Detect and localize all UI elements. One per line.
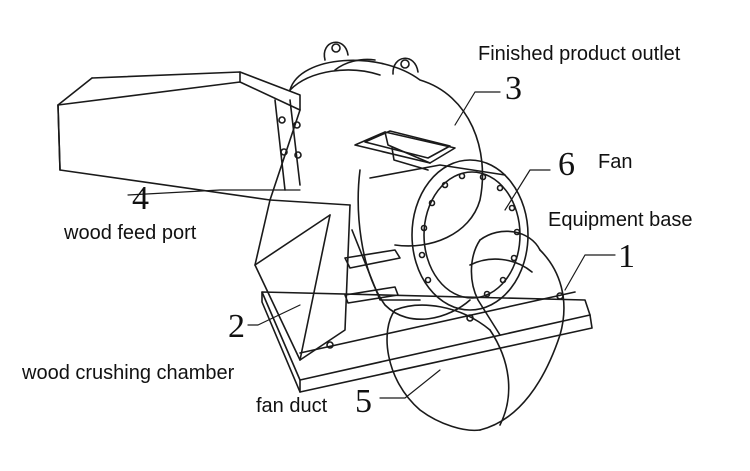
- callout-number-5: 5: [355, 383, 372, 420]
- callout-number-3: 3: [505, 70, 522, 107]
- callout-number-2: 2: [228, 308, 245, 345]
- label-fan: Fan: [598, 151, 633, 173]
- fan-duct: [386, 230, 565, 432]
- label-wood-feed-port: wood feed port: [64, 222, 197, 244]
- callout-number-1: 1: [618, 238, 635, 275]
- label-product-outlet: Finished product outlet: [478, 43, 681, 65]
- feed-port: [57, 71, 302, 201]
- label-fan-duct: fan duct: [256, 395, 328, 417]
- rotor-housing: [289, 41, 484, 247]
- fan: [357, 159, 529, 320]
- crushing-chamber: [254, 199, 421, 361]
- leader-lines: [127, 91, 616, 399]
- callout-number-6: 6: [558, 146, 575, 183]
- side-plate: [344, 249, 401, 304]
- label-wood-crushing-chamber: wood crushing chamber: [22, 362, 235, 384]
- label-equipment-base: Equipment base: [548, 209, 693, 231]
- callout-number-4: 4: [132, 180, 149, 217]
- product-outlet: [354, 130, 456, 171]
